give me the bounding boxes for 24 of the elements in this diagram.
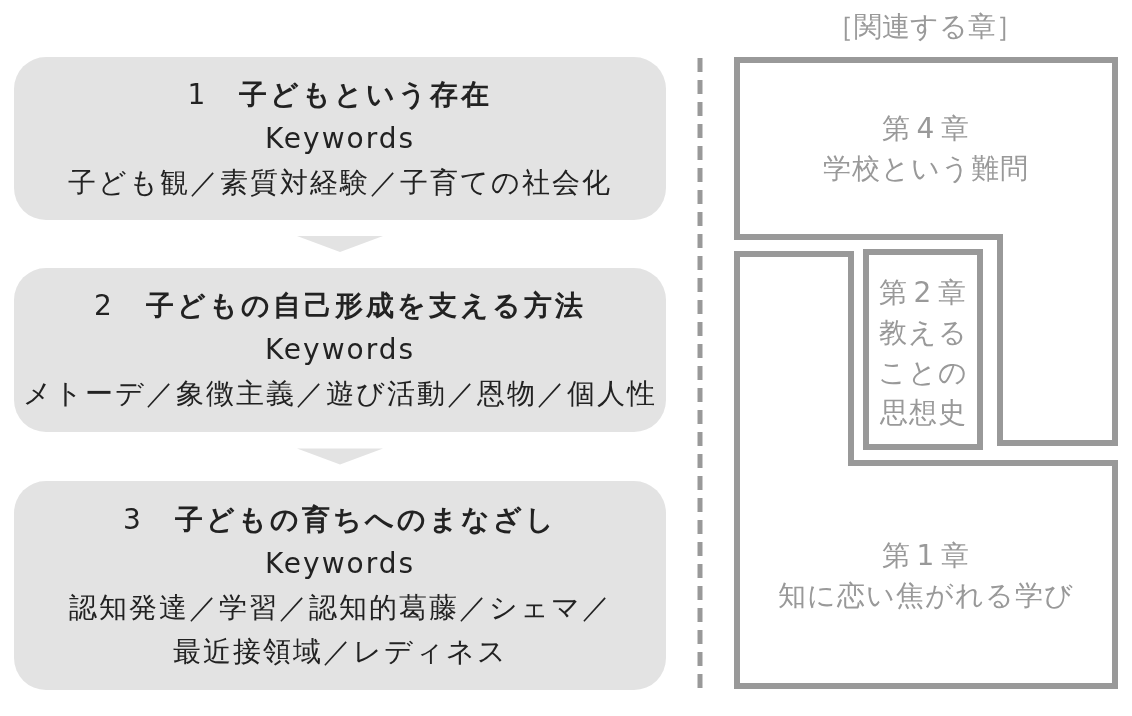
chapter-number: 第 2 章	[877, 275, 969, 311]
chevron-arrow	[297, 448, 383, 465]
keywords-list: 子ども観／素質対経験／子育ての社会化	[68, 160, 612, 205]
topic-box	[14, 481, 666, 690]
topic-box	[14, 268, 666, 432]
topic-box	[14, 57, 666, 220]
keywords-heading: Keywords	[264, 120, 416, 157]
chapter-number: 第 1 章	[880, 538, 972, 574]
topic-title: 2 子どもの自己形成を支える方法	[94, 288, 586, 324]
keywords-heading: Keywords	[264, 545, 416, 582]
chapter-panel	[734, 251, 1118, 689]
keywords-list: 認知発達／学習／認知的葛藤／シェマ／最近接領域／レディネス	[60, 585, 620, 674]
chevron-arrow	[297, 236, 383, 252]
keywords-heading: Keywords	[264, 332, 416, 368]
chapter-title: 教えることの思想史	[877, 315, 969, 431]
chapter-panel	[734, 57, 1118, 446]
column-heading: ［関連する章］	[826, 9, 1024, 45]
chapter-panel	[863, 249, 983, 450]
chapter-number: 第 4 章	[880, 111, 972, 147]
keywords-list: メトーデ／象徴主義／遊び活動／恩物／個人性	[23, 372, 657, 416]
chapter-title: 学校という難問	[822, 151, 1030, 187]
chapter-title: 知に恋い焦がれる学び	[777, 578, 1075, 614]
topic-title: 3 子どもの育ちへのまなざし	[123, 501, 557, 538]
topic-title: 1 子どもという存在	[187, 76, 493, 113]
